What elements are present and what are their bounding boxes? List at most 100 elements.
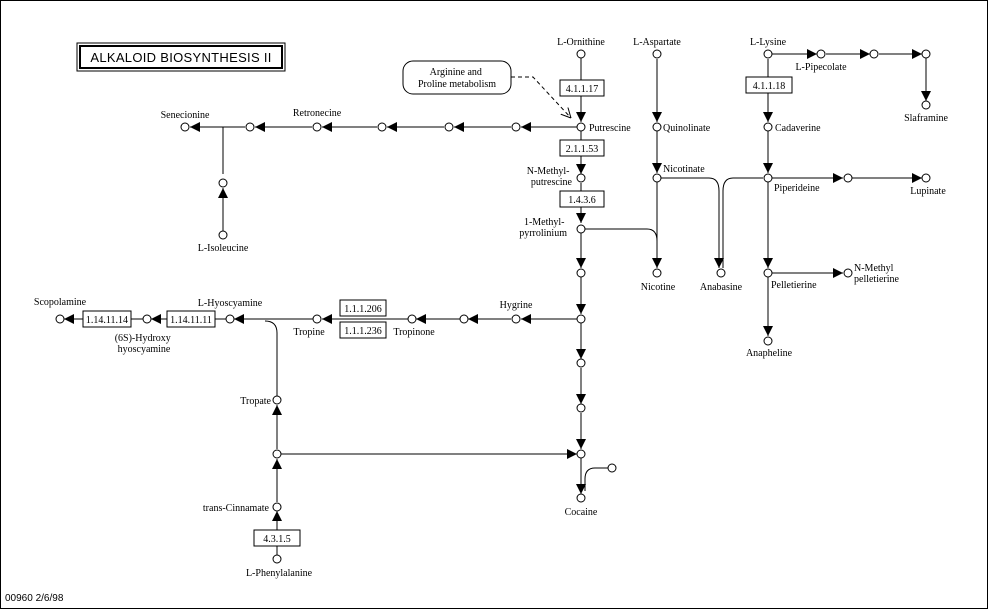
node-hydroxyhyoscyamine[interactable] xyxy=(142,314,152,324)
enzyme-box-1-14-11-11[interactable]: 1.14.11.11 xyxy=(166,310,216,328)
node-intermediate-8[interactable] xyxy=(576,358,586,368)
node-cadaverine[interactable] xyxy=(763,122,773,132)
node-retronecine[interactable] xyxy=(312,122,322,132)
compound-labels: L-Ornithine L-Aspartate L-Lysine L-Pipec… xyxy=(34,37,949,579)
svg-text:4.3.1.5[interactable]: 4.3.1.5 xyxy=(263,534,291,545)
label-anabasine: Anabasine xyxy=(700,282,743,293)
label-scopolamine: Scopolamine xyxy=(34,297,87,308)
svg-text:4.1.1.17[interactable]: 4.1.1.17 xyxy=(566,84,599,95)
node-putrescine[interactable] xyxy=(576,122,586,132)
node-ornithine[interactable] xyxy=(576,49,586,59)
node-intermediate-9[interactable] xyxy=(576,403,586,413)
label-ornithine: L-Ornithine xyxy=(557,37,605,48)
label-pipecolate: L-Pipecolate xyxy=(795,62,847,73)
label-nicotinate: Nicotinate xyxy=(663,164,705,175)
node-slaframine[interactable] xyxy=(921,100,931,110)
label-isoleucine: L-Isoleucine xyxy=(198,243,249,254)
node-pipecolate[interactable] xyxy=(816,49,826,59)
node-anabasine[interactable] xyxy=(716,268,726,278)
node-tropate-intermediate[interactable] xyxy=(272,449,282,459)
svg-text:1.14.11.11[interactable]: 1.14.11.11 xyxy=(170,315,212,326)
node-phenylalanine[interactable] xyxy=(272,554,282,564)
svg-text:1.1.1.236[interactable]: 1.1.1.236 xyxy=(344,326,382,337)
enzyme-box-4-1-1-18[interactable]: 4.1.1.18 xyxy=(745,76,793,94)
map-link-dashed-edge xyxy=(511,76,571,118)
label-n-methylpelletierine: N-Methyl pelletierine xyxy=(854,263,900,285)
compound-nodes[interactable] xyxy=(55,49,931,564)
svg-text:4.1.1.18[interactable]: 4.1.1.18 xyxy=(753,81,786,92)
label-hyoscyamine: L-Hyoscyamine xyxy=(198,298,263,309)
node-isoleucine-intermediate[interactable] xyxy=(218,178,228,188)
enzyme-boxes[interactable]: 4.1.1.17 2.1.1.53 1.4.3.6 4.1.1.18 1.1.1… xyxy=(82,76,793,547)
title-box: ALKALOID BIOSYNTHESIS II xyxy=(76,42,286,72)
node-lysine[interactable] xyxy=(763,49,773,59)
map-footer: 00960 2/6/98 xyxy=(5,593,64,604)
node-pipecolate-intermediate[interactable] xyxy=(869,49,879,59)
label-aspartate: L-Aspartate xyxy=(633,37,681,48)
node-lupinate[interactable] xyxy=(921,173,931,183)
svg-text:1.1.1.206[interactable]: 1.1.1.206 xyxy=(344,304,382,315)
node-anapheline[interactable] xyxy=(763,336,773,346)
svg-text:2.1.1.53[interactable]: 2.1.1.53 xyxy=(566,144,599,155)
node-cocaine[interactable] xyxy=(576,493,586,503)
enzyme-box-1-14-11-14[interactable]: 1.14.11.14 xyxy=(82,310,132,328)
enzyme-box-4-1-1-17[interactable]: 4.1.1.17 xyxy=(559,79,605,97)
node-nicotine[interactable] xyxy=(652,268,662,278)
enzyme-box-1-1-1-206[interactable]: 1.1.1.206 xyxy=(339,299,387,317)
label-quinolinate: Quinolinate xyxy=(663,123,711,134)
label-senecionine: Senecionine xyxy=(161,110,210,121)
node-tropine[interactable] xyxy=(312,314,322,324)
label-cinnamate: trans-Cinnamate xyxy=(203,503,270,514)
node-piperideine[interactable] xyxy=(763,173,773,183)
node-tropate[interactable] xyxy=(272,395,282,405)
node-quinolinate[interactable] xyxy=(652,122,662,132)
enzyme-box-2-1-1-53[interactable]: 2.1.1.53 xyxy=(559,139,605,157)
svg-text:1.14.11.14[interactable]: 1.14.11.14 xyxy=(86,315,128,326)
map-link-label[interactable]: Arginine and Proline metabolism xyxy=(418,67,496,90)
enzyme-box-1-1-1-236[interactable]: 1.1.1.236 xyxy=(339,321,387,339)
label-hydroxyhyoscyamine: (6S)-Hydroxy hyoscyamine xyxy=(115,333,174,355)
label-pelletierine: Pelletierine xyxy=(771,280,817,291)
label-lysine: L-Lysine xyxy=(750,37,787,48)
label-lupinate: Lupinate xyxy=(910,186,946,197)
node-lupinate-intermediate[interactable] xyxy=(843,173,853,183)
node-hyoscyamine[interactable] xyxy=(225,314,235,324)
node-intermediate-5[interactable] xyxy=(576,268,586,278)
label-retronecine: Retronecine xyxy=(293,108,342,119)
node-tropinone[interactable] xyxy=(407,314,417,324)
node-hygrine[interactable] xyxy=(511,314,521,324)
label-tropinone: Tropinone xyxy=(393,327,435,338)
label-tropate: Tropate xyxy=(240,396,271,407)
label-n-methylputrescine: N-Methyl- putrescine xyxy=(527,166,573,188)
node-n-methylpelletierine[interactable] xyxy=(843,268,853,278)
svg-text:1.4.3.6[interactable]: 1.4.3.6 xyxy=(568,195,596,206)
node-isoleucine[interactable] xyxy=(218,230,228,240)
label-cadaverine: Cadaverine xyxy=(775,123,821,134)
label-putrescine: Putrescine xyxy=(589,123,631,134)
node-intermediate-10[interactable] xyxy=(576,449,586,459)
label-tropine: Tropine xyxy=(293,327,325,338)
node-intermediate-7[interactable] xyxy=(459,314,469,324)
node-cocaine-cosubstrate[interactable] xyxy=(607,463,617,473)
enzyme-box-1-4-3-6[interactable]: 1.4.3.6 xyxy=(559,190,605,208)
node-methylpyrrolinium[interactable] xyxy=(576,224,586,234)
node-pelletierine[interactable] xyxy=(763,268,773,278)
node-intermediate-1[interactable] xyxy=(511,122,521,132)
node-intermediate-4[interactable] xyxy=(245,122,255,132)
node-pipecolate-intermediate-2[interactable] xyxy=(921,49,931,59)
node-intermediate-2[interactable] xyxy=(444,122,454,132)
enzyme-box-4-3-1-5[interactable]: 4.3.1.5 xyxy=(253,529,301,547)
node-cinnamate[interactable] xyxy=(272,502,282,512)
node-intermediate-3[interactable] xyxy=(377,122,387,132)
node-intermediate-6[interactable] xyxy=(576,314,586,324)
node-senecionine[interactable] xyxy=(180,122,190,132)
node-nicotinate[interactable] xyxy=(652,173,662,183)
node-n-methylputrescine[interactable] xyxy=(576,173,586,183)
node-aspartate[interactable] xyxy=(652,49,662,59)
label-cocaine: Cocaine xyxy=(565,507,598,518)
node-scopolamine[interactable] xyxy=(55,314,65,324)
label-methylpyrrolinium: 1-Methyl- pyrrolinium xyxy=(519,217,567,239)
map-link-arginine-proline[interactable]: Arginine and Proline metabolism xyxy=(402,60,512,95)
